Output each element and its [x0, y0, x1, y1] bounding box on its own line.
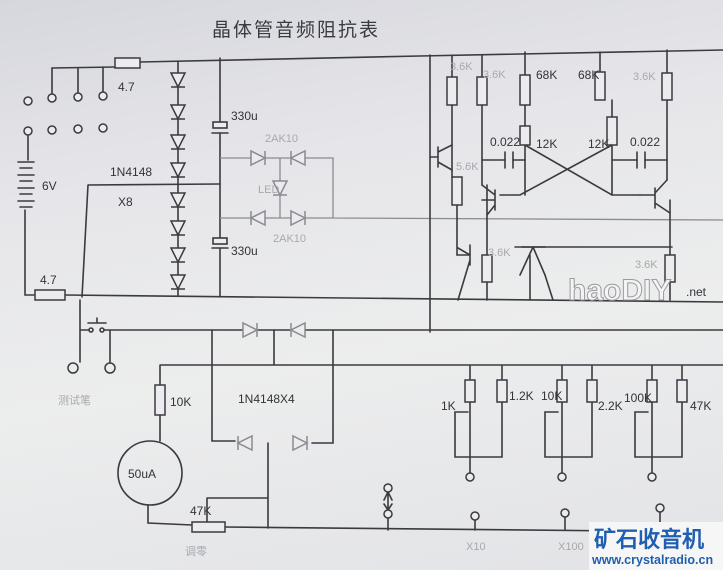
watermark-haodiy-tld: .net: [686, 285, 707, 299]
diode-icon: [289, 321, 306, 339]
label-r-top: 4.7: [118, 80, 135, 94]
terminal[interactable]: [23, 96, 33, 106]
diode-icon: [289, 149, 306, 167]
diode-icon: [290, 209, 307, 227]
range-terminal[interactable]: [647, 472, 657, 482]
diode-icon: [249, 209, 266, 227]
diode-icon: [169, 72, 187, 89]
watermark-crystalradio-cn: 矿石收音机: [594, 527, 704, 553]
range-terminal[interactable]: [470, 511, 480, 521]
range-terminal[interactable]: [557, 472, 567, 482]
label-range-x10: X10: [466, 541, 486, 553]
watermark-haodiy-text: haoDIY: [568, 274, 671, 307]
label-2ak10-bottom: 2AK10: [273, 233, 306, 245]
label-r-5k6: 5.6K: [456, 161, 479, 173]
label-r-bottom: 4.7: [40, 273, 57, 287]
label-r-3k6: 3.6K: [635, 259, 658, 271]
diode-icon: [242, 321, 259, 339]
label-r-47k: 47K: [690, 399, 711, 413]
terminal[interactable]: [98, 123, 108, 133]
label-cap-bottom: 330u: [231, 244, 258, 258]
label-r-2k2: 2.2K: [598, 399, 623, 413]
terminal[interactable]: [47, 125, 57, 135]
probe-terminal[interactable]: [104, 362, 116, 374]
resistors: [34, 57, 688, 533]
label-diode-chain: 1N4148: [110, 165, 152, 179]
watermark-crystalradio: 矿石收音机 www.crystalradio.cn: [589, 522, 723, 570]
terminal[interactable]: [73, 92, 83, 102]
watermark-haodiy: haoDIY .net: [568, 274, 707, 308]
label-cap-top: 330u: [231, 109, 258, 123]
label-r-3k6: 3.6K: [483, 69, 506, 81]
label-r-10k: 10K: [170, 395, 191, 409]
capacitors: [211, 121, 646, 249]
label-battery: 6V: [42, 179, 57, 193]
label-adjust: 调零: [185, 545, 207, 558]
label-r-10k-bank: 10K: [541, 389, 562, 403]
labels: 4.7 4.7 6V 1N4148 X8 330u 330u 2AK10 LED…: [40, 61, 711, 558]
diode-icon: [169, 247, 187, 264]
diodes: [169, 72, 309, 452]
label-pot-68k: 68K: [578, 68, 599, 82]
range-terminal[interactable]: [560, 508, 570, 518]
diode-icon: [292, 434, 309, 452]
battery-icon: [17, 161, 35, 208]
meter-label: 50uA: [128, 467, 156, 481]
label-r-3k6: 3.6K: [488, 247, 511, 259]
microammeter: 50uA: [117, 440, 183, 506]
diode-icon: [169, 220, 187, 237]
diode-icon: [236, 434, 253, 452]
label-diode-count: X8: [118, 195, 133, 209]
terminal[interactable]: [98, 91, 108, 101]
label-r-1k: 1K: [441, 399, 456, 413]
range-terminal[interactable]: [383, 483, 393, 493]
label-r-3k6: 3.6K: [450, 61, 473, 73]
diode-icon: [250, 149, 267, 167]
label-pot-68k: 68K: [536, 68, 557, 82]
terminals: [23, 91, 665, 521]
transistors: [429, 144, 671, 301]
label-pot-47k: 47K: [190, 504, 211, 518]
terminal[interactable]: [47, 93, 57, 103]
range-terminal[interactable]: [383, 509, 393, 519]
wires: [24, 49, 723, 533]
diode-icon: [169, 162, 187, 179]
schematic-title: 晶体管音频阻抗表: [212, 19, 380, 41]
push-button-switch[interactable]: [87, 317, 107, 333]
led-icon: [271, 180, 289, 197]
label-cap: 0.022: [630, 135, 660, 149]
label-r-1k2: 1.2K: [509, 389, 534, 403]
label-range-x100: X100: [558, 541, 584, 553]
watermark-crystalradio-url: www.crystalradio.cn: [591, 553, 713, 567]
terminal[interactable]: [23, 126, 33, 136]
label-bridge: 1N4148X4: [238, 392, 295, 406]
label-cap: 0.022: [490, 135, 520, 149]
label-test-probe: 测试笔: [58, 393, 91, 407]
label-r-12k: 12K: [588, 137, 609, 151]
range-terminal[interactable]: [465, 472, 475, 482]
terminal[interactable]: [73, 124, 83, 134]
diode-icon: [169, 274, 187, 291]
diode-icon: [169, 192, 187, 209]
label-r-100k: 100K: [624, 391, 652, 405]
label-led: LED: [258, 184, 279, 196]
label-r-12k: 12K: [536, 137, 557, 151]
diode-icon: [169, 104, 187, 121]
diode-icon: [169, 134, 187, 151]
label-2ak10-top: 2AK10: [265, 133, 298, 145]
range-terminal[interactable]: [655, 503, 665, 513]
probe-terminal[interactable]: [67, 362, 79, 374]
label-r-3k6: 3.6K: [633, 71, 656, 83]
